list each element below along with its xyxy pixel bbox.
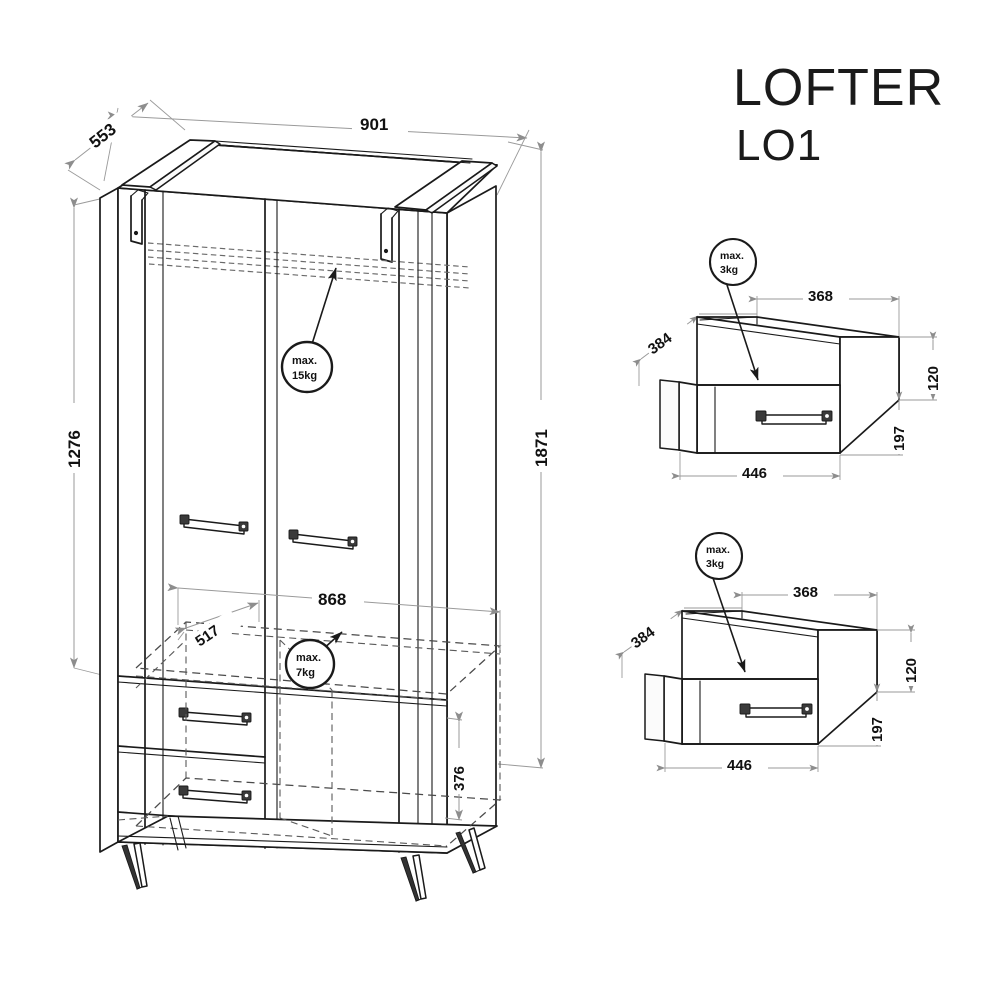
dim-drawer2-inner-width-value: 368 bbox=[793, 584, 818, 601]
top-slat-left-edge bbox=[149, 140, 221, 191]
door-handle-left[interactable] bbox=[179, 514, 249, 535]
dim-drawer1-front-width-value: 446 bbox=[742, 465, 767, 482]
main-wardrobe-view: 901 553 1276 bbox=[64, 99, 551, 902]
dimension-hanging-height-1276: 1276 bbox=[64, 197, 107, 677]
leg-front-right bbox=[400, 854, 427, 902]
drawer-handle-lower[interactable] bbox=[178, 785, 252, 804]
dim-drawer1-inner-height-value: 120 bbox=[925, 366, 942, 391]
dim-drawer1-front-height-value: 197 bbox=[891, 426, 908, 451]
dimension-bottom-height-376: 376 bbox=[444, 711, 468, 821]
drawer1-handle[interactable] bbox=[755, 410, 833, 425]
dim-drawer1-inner-width-value: 368 bbox=[808, 288, 833, 305]
cabinet-bottom-panel bbox=[117, 815, 498, 854]
drawer1-load-line2: 3kg bbox=[720, 264, 738, 276]
drawer-detail-lower: 368 384 bbox=[615, 531, 920, 774]
dimension-depth-553: 553 bbox=[64, 99, 186, 191]
drawer-handle-upper[interactable] bbox=[178, 707, 252, 726]
cabinet-left-side-panel bbox=[99, 187, 119, 853]
title-block: LOFTER LO1 bbox=[733, 59, 944, 170]
dim-drawer1-inner-width-368: 368 bbox=[748, 285, 900, 340]
load-callout-shelf: max. 7kg bbox=[284, 631, 343, 690]
dim-interior-width-value: 868 bbox=[318, 590, 346, 609]
drawer2-load-line1: max. bbox=[706, 544, 730, 556]
dim-drawer1-inner-height-120: 120 bbox=[899, 331, 942, 401]
dimension-total-height-1871: 1871 bbox=[497, 141, 551, 769]
load-shelf-line2: 7kg bbox=[296, 667, 315, 679]
dim-width-value: 901 bbox=[360, 115, 388, 134]
load-rail-line1: max. bbox=[292, 355, 317, 367]
cabinet-front-face bbox=[117, 187, 448, 854]
door-handle-right[interactable] bbox=[288, 529, 358, 550]
drawer-detail-upper: 368 384 bbox=[632, 237, 942, 482]
leg-front-left bbox=[121, 842, 148, 890]
dim-drawer2-inner-height-value: 120 bbox=[903, 658, 920, 683]
top-slat-right-edge bbox=[425, 162, 498, 214]
dim-drawer2-inner-width-368: 368 bbox=[733, 581, 878, 632]
drawer2-handle[interactable] bbox=[739, 703, 813, 718]
dim-drawer2-inner-height-120: 120 bbox=[877, 624, 920, 693]
dimension-interior-width-868: 868 bbox=[167, 583, 501, 650]
dim-hanging-height-value: 1276 bbox=[65, 430, 84, 468]
drawer1-front-left-return bbox=[678, 381, 698, 454]
drawer2-load-line2: 3kg bbox=[706, 558, 724, 570]
dim-drawer2-front-width-446: 446 bbox=[656, 743, 819, 774]
load-callout-rail: max. 15kg bbox=[280, 267, 337, 394]
load-shelf-line1: max. bbox=[296, 652, 321, 664]
product-title: LOFTER bbox=[733, 59, 944, 117]
drawer1-front-left-edge bbox=[659, 379, 680, 451]
dim-bottom-height-value: 376 bbox=[451, 766, 468, 791]
drawer2-front-left-edge bbox=[644, 673, 665, 742]
dim-drawer1-front-width-446: 446 bbox=[671, 452, 841, 482]
product-code: LO1 bbox=[736, 121, 822, 170]
load-rail-line2: 15kg bbox=[292, 370, 317, 382]
dim-drawer2-front-height-197: 197 bbox=[818, 683, 886, 747]
drawer1-load-callout: max. 3kg bbox=[699, 237, 759, 381]
dim-total-height-value: 1871 bbox=[532, 429, 551, 467]
dim-drawer2-front-height-value: 197 bbox=[869, 717, 886, 742]
dim-drawer1-front-height-197: 197 bbox=[840, 391, 908, 456]
leg-back-right bbox=[455, 827, 486, 874]
drawer1-load-line1: max. bbox=[720, 250, 744, 262]
drawer2-front-left-return bbox=[663, 675, 683, 745]
leg-back-left bbox=[169, 815, 187, 851]
drawer2-load-callout: max. 3kg bbox=[685, 531, 746, 673]
dim-drawer2-front-width-value: 446 bbox=[727, 757, 752, 774]
